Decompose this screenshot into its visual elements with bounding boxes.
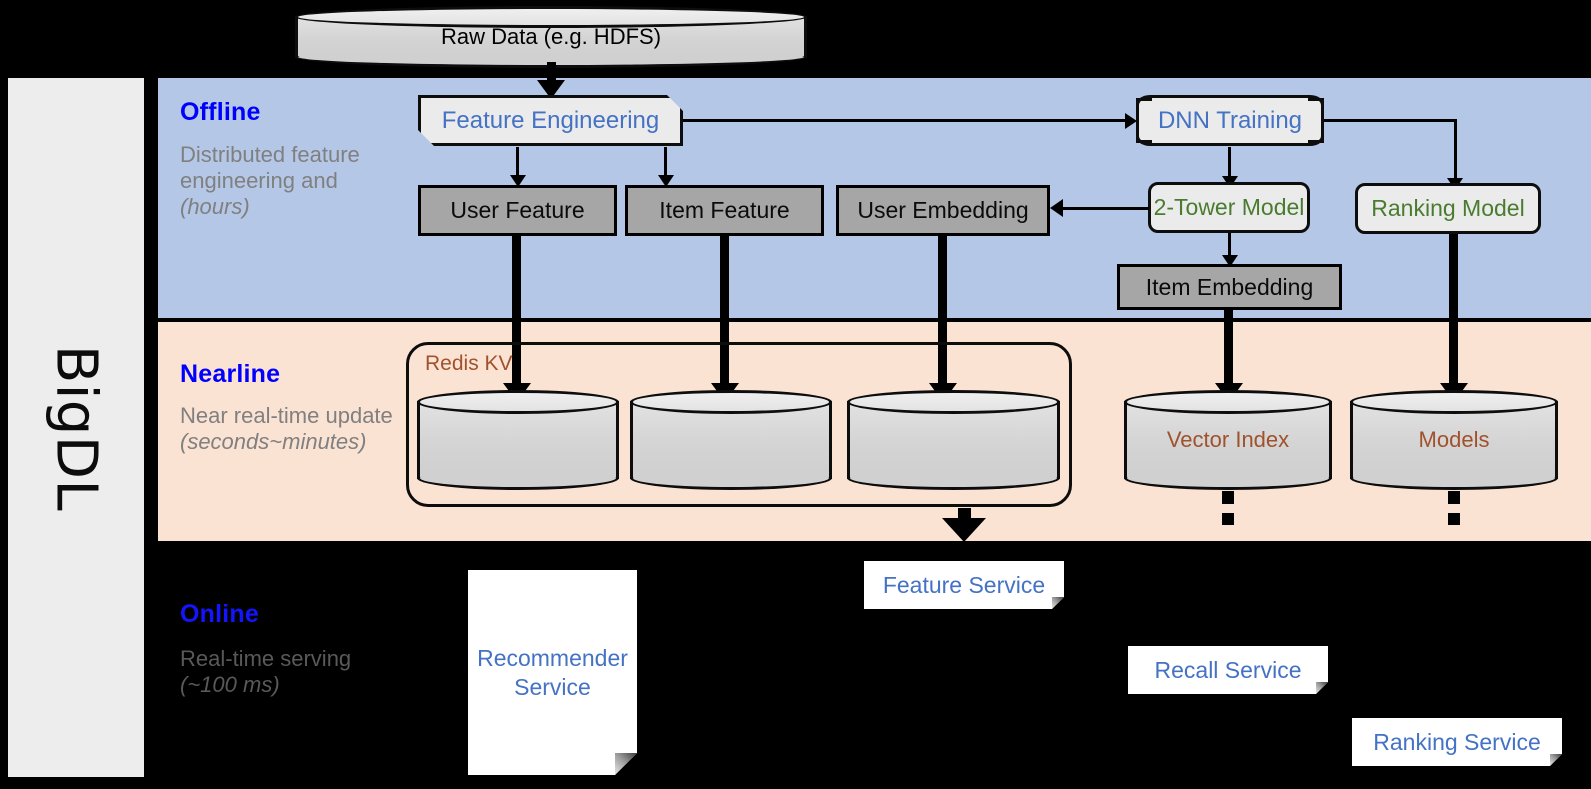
recommender-service-doc[interactable]: Recommender Service — [468, 570, 637, 775]
connector-models-stub-1 — [1448, 491, 1460, 504]
recommender-service-label: Recommender Service — [477, 644, 628, 700]
dnn-training-box[interactable]: DNN Training — [1136, 95, 1324, 146]
pipe-itemembedding-line — [1224, 310, 1233, 388]
user-feature-box[interactable]: User Feature — [418, 185, 617, 236]
arrow-redis-to-featureservice-head — [942, 518, 986, 542]
connector-vectorindex-stub-2 — [1222, 513, 1234, 525]
cylinder-body — [1124, 401, 1332, 479]
band-desc-nearline: Near real-time update (seconds~minutes) — [180, 403, 410, 455]
bigdl-label: BigDL — [43, 344, 109, 511]
cylinder-body — [630, 401, 832, 479]
cylinder-body — [847, 401, 1060, 479]
arrow-twotower-to-itememb-line — [1228, 233, 1231, 258]
band-desc-offline-italic: (hours) — [180, 193, 250, 219]
user-embedding-store-cylinder[interactable] — [847, 390, 1060, 490]
arrow-rawdata-to-fe-line — [547, 62, 556, 84]
band-desc-online-italic: (~100 ms) — [180, 671, 280, 697]
arrow-rawdata-to-fe-head — [537, 80, 565, 99]
cylinder-top — [295, 6, 807, 28]
vector-index-label: Vector Index — [1166, 427, 1290, 452]
connector-redis-stub — [958, 508, 971, 521]
cylinder-top — [1124, 390, 1332, 414]
recall-service-label: Recall Service — [1154, 656, 1302, 683]
redis-kv-label: Redis KV — [425, 352, 513, 375]
feature-engineering-label: Feature Engineering — [441, 106, 660, 134]
recommender-service-line-1: Recommender — [477, 645, 628, 672]
arrow-twotower-to-userembedding-line — [1063, 207, 1149, 210]
pipe-rankingmodel-line — [1449, 234, 1458, 388]
cylinder-body — [1350, 401, 1558, 479]
raw-data-label: Raw Data (e.g. HDFS) — [440, 24, 662, 49]
raw-data-cylinder: Raw Data (e.g. HDFS) — [295, 6, 807, 68]
models-label: Models — [1418, 427, 1490, 452]
feature-engineering-box[interactable]: Feature Engineering — [418, 95, 683, 146]
band-desc-offline: Distributed feature engineering and (hou… — [180, 142, 410, 220]
connector-vectorindex-stub-1 — [1222, 491, 1234, 504]
band-title-online: Online — [180, 600, 259, 628]
cylinder-top — [1350, 390, 1558, 414]
feature-service-doc[interactable]: Feature Service — [864, 561, 1064, 609]
item-embedding-box[interactable]: Item Embedding — [1117, 264, 1342, 310]
arrow-dnn-to-ranking-v — [1454, 119, 1457, 180]
ranking-model-box[interactable]: Ranking Model — [1355, 183, 1541, 234]
bigdl-rail: BigDL — [8, 78, 144, 777]
band-desc-online-text: Real-time serving — [180, 646, 352, 671]
vector-index-cylinder[interactable]: Vector Index — [1124, 390, 1332, 490]
item-embedding-label: Item Embedding — [1145, 273, 1314, 300]
ranking-model-label: Ranking Model — [1371, 195, 1525, 221]
band-desc-online: Real-time serving (~100 ms) — [180, 646, 410, 698]
pipe-userembedding-line — [938, 236, 947, 388]
two-tower-model-label: 2-Tower Model — [1153, 194, 1305, 220]
band-desc-nearline-text: Near real-time update — [180, 403, 393, 428]
arrow-dnn-to-ranking-h — [1324, 119, 1457, 122]
dnn-training-label: DNN Training — [1157, 106, 1303, 134]
user-feature-store-cylinder[interactable] — [417, 390, 619, 490]
arrow-twotower-to-userembedding-head — [1050, 199, 1063, 217]
recommender-service-line-2: Service — [514, 673, 591, 700]
item-feature-box[interactable]: Item Feature — [625, 185, 824, 236]
connector-models-stub-2 — [1448, 513, 1460, 525]
arrow-fe-to-userfeature-line — [516, 147, 519, 177]
recall-service-doc[interactable]: Recall Service — [1128, 646, 1328, 694]
pipe-itemfeature-line — [720, 236, 729, 388]
arrow-fe-to-userfeature-head — [510, 175, 526, 187]
band-desc-nearline-italic: (seconds~minutes) — [180, 428, 367, 454]
ranking-service-doc[interactable]: Ranking Service — [1352, 718, 1562, 766]
feature-service-label: Feature Service — [882, 571, 1046, 598]
item-feature-store-cylinder[interactable] — [630, 390, 832, 490]
arrow-fe-to-itemfeature-head — [658, 175, 674, 187]
pipe-userfeature-line — [512, 236, 521, 388]
cylinder-body — [417, 401, 619, 479]
two-tower-model-box[interactable]: 2-Tower Model — [1148, 182, 1310, 233]
user-embedding-label: User Embedding — [857, 197, 1029, 223]
redis-kv-container — [406, 342, 1072, 507]
band-title-nearline: Nearline — [180, 360, 281, 388]
item-feature-label: Item Feature — [659, 197, 790, 223]
cylinder-top — [417, 390, 619, 414]
arrow-fe-to-dnn-line — [683, 119, 1133, 122]
models-cylinder[interactable]: Models — [1350, 390, 1558, 490]
arrow-dnn-to-twotower-line — [1228, 147, 1231, 179]
cylinder-top — [847, 390, 1060, 414]
band-desc-offline-text: Distributed feature engineering and — [180, 142, 360, 193]
user-embedding-box[interactable]: User Embedding — [836, 185, 1050, 236]
ranking-service-label: Ranking Service — [1373, 728, 1541, 755]
user-feature-label: User Feature — [450, 197, 585, 223]
cylinder-top — [630, 390, 832, 414]
band-title-offline: Offline — [180, 98, 261, 126]
arrow-fe-to-dnn-head — [1125, 113, 1137, 129]
arrow-fe-to-itemfeature-line — [664, 147, 667, 177]
